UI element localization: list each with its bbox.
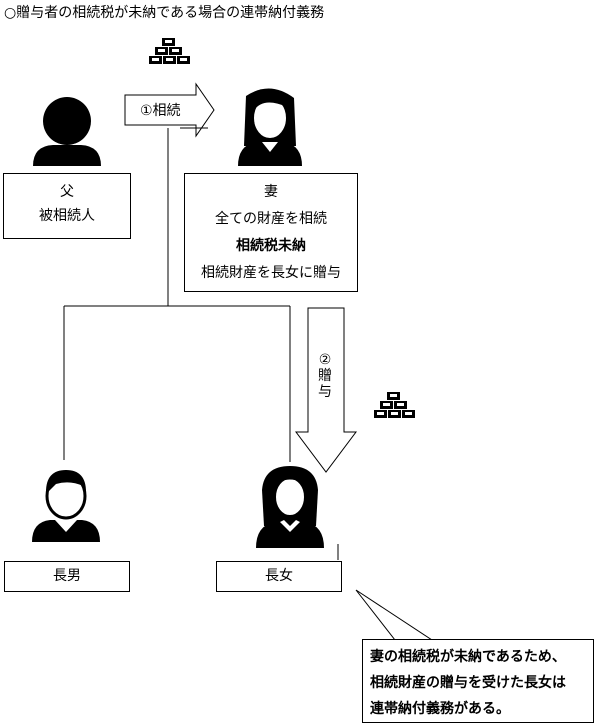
wife-name: 妻 <box>264 184 278 200</box>
wife-gift-text: 相続財産を長女に贈与 <box>201 265 341 281</box>
money-stack-icon <box>374 392 415 418</box>
eldest-daughter-label: 長女 <box>265 568 293 584</box>
eldest-son-label: 長男 <box>53 568 81 584</box>
wife-tax-unpaid-text: 相続税未納 <box>236 238 306 254</box>
page-title: ○贈与者の相続税が未納である場合の連帯納付義務 <box>4 5 325 21</box>
gift-arrow <box>295 307 357 473</box>
money-stack-icon <box>149 38 190 64</box>
man-icon <box>33 97 101 166</box>
girl-icon <box>256 466 324 548</box>
boy-icon <box>32 470 100 542</box>
inheritance-arrow <box>124 82 215 138</box>
eldest-daughter-box: 長女 <box>216 561 342 592</box>
wife-inherit-text: 全ての財産を相続 <box>215 211 327 227</box>
wife-box: 妻 全ての財産を相続 相続税未納 相続財産を長女に贈与 <box>184 173 358 292</box>
inheritance-arrow-label: ①相続 <box>140 103 181 119</box>
callout-line-3: 連帯納付義務がある。 <box>370 701 510 717</box>
eldest-son-box: 長男 <box>4 561 130 592</box>
father-box: 父 被相続人 <box>3 173 131 239</box>
callout-line-2: 相続財産の贈与を受けた長女は <box>370 675 566 691</box>
callout-box: 妻の相続税が未納であるため、 相続財産の贈与を受けた長女は 連帯納付義務がある。 <box>362 639 594 723</box>
callout-pointer <box>355 589 434 641</box>
woman-icon <box>238 88 302 166</box>
callout-line-1: 妻の相続税が未納であるため、 <box>370 649 566 665</box>
father-role: 被相続人 <box>39 208 95 224</box>
father-name: 父 <box>60 184 74 200</box>
gift-arrow-label: ② 贈 与 <box>318 352 332 400</box>
